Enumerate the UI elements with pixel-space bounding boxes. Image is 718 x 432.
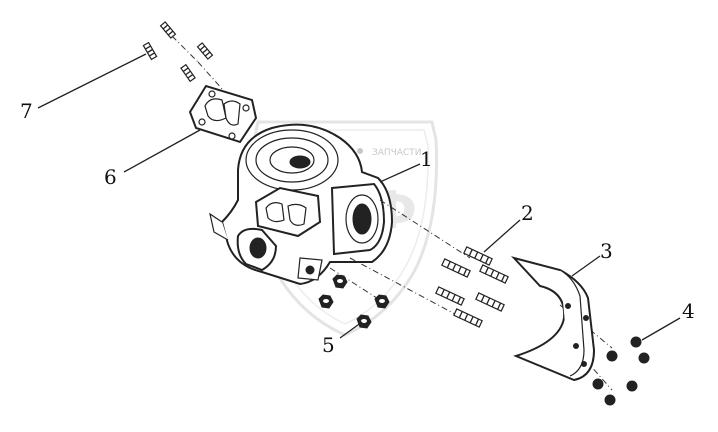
callout-label-5: 5 — [322, 333, 335, 357]
heat-shield — [510, 256, 596, 382]
callout-2: 2 — [483, 201, 534, 253]
callout-label-6: 6 — [104, 165, 117, 189]
assembly-axis-lines — [329, 199, 613, 391]
callout-7: 7 — [20, 53, 147, 123]
callout-label-2: 2 — [521, 201, 534, 225]
studs — [435, 246, 509, 328]
gasket — [188, 84, 258, 144]
callout-label-4: 4 — [682, 299, 695, 323]
callout-4: 4 — [641, 299, 695, 341]
callout-label-3: 3 — [600, 239, 613, 263]
callout-1: 1 — [379, 147, 433, 183]
callout-label-7: 7 — [20, 99, 33, 123]
mounting-studs-top — [142, 21, 233, 101]
nuts-right — [592, 336, 650, 406]
callout-3: 3 — [571, 239, 613, 277]
callout-6: 6 — [104, 129, 201, 189]
nuts-bottom — [318, 274, 390, 329]
watermark-text: ЗАПЧАСТИ — [372, 148, 422, 158]
callout-label-1: 1 — [420, 147, 433, 171]
callout-5: 5 — [322, 321, 363, 357]
turbocharger — [209, 123, 394, 286]
